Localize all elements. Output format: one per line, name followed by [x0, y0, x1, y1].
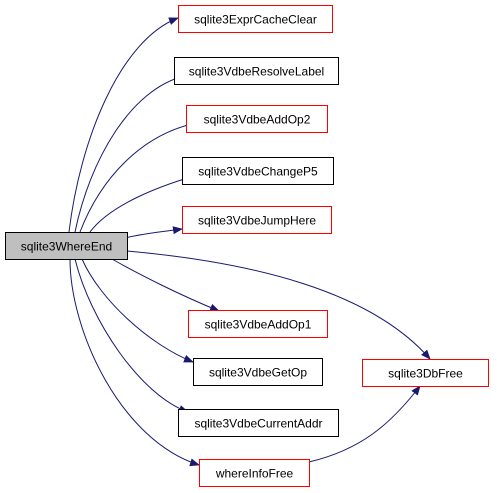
- node-label: sqlite3ExprCacheClear: [194, 13, 317, 27]
- node-sqlite3VdbeResolveLabel[interactable]: sqlite3VdbeResolveLabel: [174, 57, 339, 85]
- node-label: sqlite3WhereEnd: [21, 240, 112, 254]
- node-box: [182, 206, 332, 234]
- node-label: sqlite3VdbeAddOp2: [204, 113, 311, 127]
- node-box: [174, 57, 339, 85]
- edge-root-to-n3: [79, 120, 197, 233]
- node-box: [186, 105, 328, 133]
- node-sqlite3VdbeAddOp2[interactable]: sqlite3VdbeAddOp2: [186, 105, 328, 133]
- node-sqlite3VdbeCurrentAddr[interactable]: sqlite3VdbeCurrentAddr: [178, 409, 339, 437]
- node-box: [193, 358, 323, 386]
- node-sqlite3DbFree[interactable]: sqlite3DbFree: [362, 359, 489, 387]
- edge-n9-to-n10: [308, 385, 421, 463]
- edge-root-to-n10: [126, 250, 431, 360]
- edge-root-to-n6: [111, 258, 220, 312]
- node-label: sqlite3VdbeChangeP5: [198, 165, 318, 179]
- node-box: [199, 459, 310, 487]
- edge-root-to-n2: [74, 74, 185, 233]
- nodes-layer: sqlite3WhereEnd sqlite3ExprCacheClear sqli…: [5, 5, 489, 487]
- edge-root-to-n9: [69, 258, 200, 467]
- node-label: whereInfoFree: [215, 467, 294, 481]
- node-box: [362, 359, 489, 387]
- node-label: sqlite3VdbeAddOp1: [205, 318, 312, 332]
- edge-root-to-n8: [74, 258, 189, 413]
- node-sqlite3VdbeJumpHere[interactable]: sqlite3VdbeJumpHere: [182, 206, 332, 234]
- node-sqlite3VdbeGetOp[interactable]: sqlite3VdbeGetOp: [193, 358, 323, 386]
- node-box: [188, 310, 328, 338]
- node-label: sqlite3VdbeResolveLabel: [189, 65, 324, 79]
- node-sqlite3WhereEnd: sqlite3WhereEnd: [5, 232, 128, 260]
- node-sqlite3ExprCacheClear[interactable]: sqlite3ExprCacheClear: [178, 5, 333, 33]
- node-box: [178, 5, 333, 33]
- edges-layer: [68, 17, 431, 467]
- node-label: sqlite3VdbeJumpHere: [198, 214, 316, 228]
- edge-root-to-n5: [124, 226, 183, 239]
- edge-root-to-n7: [81, 258, 194, 363]
- node-box: [182, 157, 334, 185]
- node-whereInfoFree[interactable]: whereInfoFree: [199, 459, 310, 487]
- node-label: sqlite3VdbeGetOp: [209, 366, 307, 380]
- node-box: [178, 409, 339, 437]
- node-sqlite3VdbeChangeP5[interactable]: sqlite3VdbeChangeP5: [182, 157, 334, 185]
- node-sqlite3VdbeAddOp1[interactable]: sqlite3VdbeAddOp1: [188, 310, 328, 338]
- node-box: [5, 232, 128, 260]
- node-label: sqlite3DbFree: [388, 367, 463, 381]
- node-label: sqlite3VdbeCurrentAddr: [194, 417, 322, 431]
- edge-root-to-n1: [68, 17, 179, 233]
